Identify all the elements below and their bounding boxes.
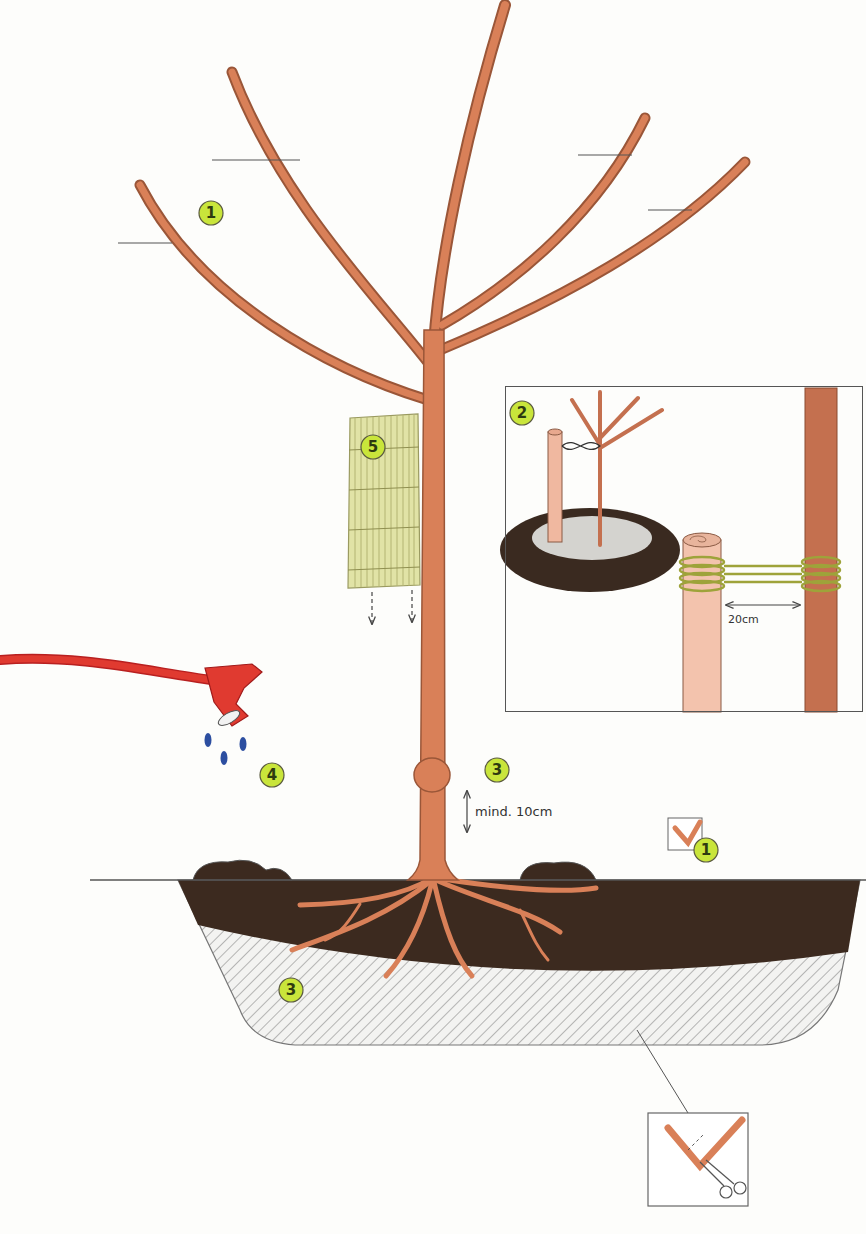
inset-box: 20cm 2	[505, 386, 863, 712]
callout-circle: 3	[277, 976, 305, 1004]
watering-rim	[520, 862, 596, 880]
slide-arrow	[411, 590, 412, 622]
reed-ties	[348, 447, 420, 570]
callout-circle: 1	[197, 199, 225, 227]
scissor-handle	[720, 1186, 732, 1198]
dimension-label: mind. 10cm	[475, 804, 552, 819]
branch	[442, 118, 645, 325]
root	[386, 882, 432, 976]
pruning-mark	[648, 209, 692, 210]
callout-number: 3	[286, 983, 296, 998]
figure-eight-tie	[562, 443, 600, 450]
detail-box	[648, 1113, 748, 1206]
trunk-detail	[805, 388, 837, 712]
callout-number: 2	[517, 406, 527, 421]
dimension-arrow	[466, 791, 467, 832]
callout-circle: 3	[483, 756, 511, 784]
branch	[442, 118, 645, 325]
stake	[548, 432, 562, 542]
garden-hose	[0, 659, 262, 765]
dimension-label: 20cm	[728, 613, 759, 626]
leader-line	[637, 1030, 688, 1113]
topsoil	[178, 880, 860, 971]
callout-number: 3	[492, 763, 502, 778]
stake-top	[683, 533, 721, 547]
callout-number: 1	[206, 206, 216, 221]
trunk-guard	[348, 414, 420, 624]
water-drop	[221, 751, 228, 765]
ground-line	[90, 879, 866, 880]
callout-circle-fill	[279, 978, 303, 1002]
callout-circle: 5	[359, 433, 387, 461]
stake-top	[548, 429, 562, 435]
tie-rope	[680, 557, 840, 591]
callout-circle: 4	[258, 761, 286, 789]
rope-span	[724, 566, 802, 582]
root	[436, 878, 596, 890]
young-tree	[572, 392, 662, 545]
callout-number: 1	[701, 843, 711, 858]
callout-number: 5	[368, 440, 378, 455]
trunk	[408, 330, 458, 880]
root-cut	[668, 1120, 742, 1166]
water-drop	[205, 733, 212, 747]
nozzle-head	[216, 708, 242, 729]
watering-rim	[193, 860, 292, 880]
pruning-mark	[578, 154, 632, 155]
staking-detail	[500, 388, 840, 712]
callout-circle-fill	[260, 763, 284, 787]
callout-circle-fill	[361, 435, 385, 459]
scissor-blade	[706, 1160, 734, 1184]
scissor-handle	[734, 1182, 746, 1194]
pruning-mark	[118, 242, 172, 243]
root	[325, 904, 360, 940]
reed-lines	[355, 415, 414, 587]
callout-number: 4	[267, 768, 277, 783]
callout-circle: 1	[692, 836, 720, 864]
root	[300, 878, 432, 905]
cut-line	[688, 1134, 704, 1150]
branch	[140, 185, 428, 400]
water-drop	[240, 737, 247, 751]
callout-circle: 2	[508, 399, 536, 427]
hose-tube	[0, 659, 212, 680]
callout-circle-fill	[694, 838, 718, 862]
dimension-arrow	[726, 604, 800, 605]
slide-arrow	[371, 592, 372, 624]
root	[520, 910, 548, 960]
rope-coil	[680, 581, 724, 591]
callout-circle-fill	[199, 201, 223, 225]
pruning-mark	[212, 159, 300, 160]
root-tip	[675, 822, 700, 843]
callout-circle-fill	[485, 758, 509, 782]
branch	[440, 162, 745, 350]
subsoil-hatched	[178, 880, 860, 1045]
rope-coil	[802, 581, 840, 591]
callout-circle-fill	[510, 401, 534, 425]
graft-union	[414, 758, 450, 792]
roots	[292, 878, 596, 976]
hose-tube	[0, 659, 212, 680]
branch	[440, 162, 745, 350]
branch	[140, 185, 428, 400]
root	[434, 882, 472, 976]
scissors	[700, 1160, 746, 1198]
pruning-marks	[118, 155, 692, 243]
wood-rings	[690, 536, 706, 542]
mulch-ring	[500, 508, 680, 592]
reed-mat	[348, 414, 420, 588]
